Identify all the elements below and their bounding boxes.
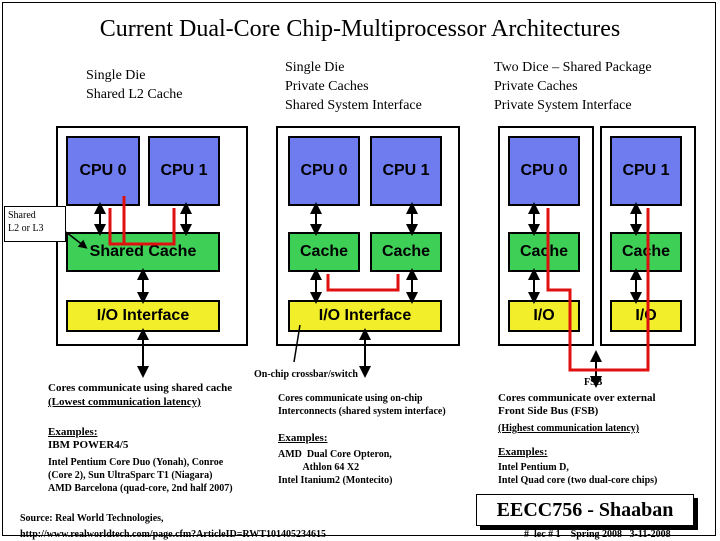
crossbar-label: On-chip crossbar/switch xyxy=(254,369,358,380)
arch2-cpu0: CPU 0 xyxy=(288,136,360,206)
arch3-io0: I/O xyxy=(508,300,580,332)
arch3-cache1: Cache xyxy=(610,232,682,272)
arch3-io1: I/O xyxy=(610,300,682,332)
source-line-2: http://www.realworldtech.com/page.cfm?Ar… xyxy=(20,529,326,540)
arch1-cpu0: CPU 0 xyxy=(66,136,140,206)
arch1-io-interface: I/O Interface xyxy=(66,300,220,332)
arch2-cache1: Cache xyxy=(370,232,442,272)
arch1-shared-cache: Shared Cache xyxy=(66,232,220,272)
arch2-caption: Single Die Private Caches Shared System … xyxy=(285,60,422,113)
arch1-cpu1: CPU 1 xyxy=(148,136,220,206)
fsb-label: FSB xyxy=(584,377,603,388)
arch3-comm-text: Cores communicate over external Front Si… xyxy=(498,392,656,417)
course-badge: EECC756 - Shaaban xyxy=(476,494,694,526)
arch2-comm-text: Cores communicate using on-chip Intercon… xyxy=(278,393,446,417)
arch3-examples-list: Intel Pentium D, Intel Quad core (two du… xyxy=(498,462,658,486)
arch2-cpu1: CPU 1 xyxy=(370,136,442,206)
footer-info: # lec # 1 Spring 2008 3-11-2008 xyxy=(524,529,671,540)
arch1-examples-heading: Examples: xyxy=(48,426,98,438)
arch1-comm-text: Cores communicate using shared cache xyxy=(48,382,233,394)
arch1-caption: Single Die Shared L2 Cache xyxy=(86,68,183,102)
arch2-examples-list: AMD Dual Core Opteron, Athlon 64 X2 Inte… xyxy=(278,449,393,486)
arch2-io-interface: I/O Interface xyxy=(288,300,442,332)
arch3-cpu0: CPU 0 xyxy=(508,136,580,206)
arch3-latency-text: (Highest communication latency) xyxy=(498,423,640,434)
arch2-cache0: Cache xyxy=(288,232,360,272)
shared-cache-label: Shared L2 or L3 xyxy=(4,206,66,242)
arch2-examples-heading: Examples: xyxy=(278,432,328,444)
source-line-1: Source: Real World Technologies, xyxy=(20,513,164,524)
arch3-cache0: Cache xyxy=(508,232,580,272)
arch3-examples-heading: Examples: xyxy=(498,446,548,458)
arch1-example-main: IBM POWER4/5 xyxy=(48,439,129,451)
arch1-examples-list: Intel Pentium Core Duo (Yonah), Conroe (… xyxy=(48,457,233,494)
arch1-latency-text: (Lowest communication latency) xyxy=(48,396,201,408)
slide-title: Current Dual-Core Chip-Multiprocessor Ar… xyxy=(99,16,621,42)
arch3-cpu1: CPU 1 xyxy=(610,136,682,206)
slide-frame xyxy=(2,2,716,536)
arch3-caption: Two Dice – Shared Package Private Caches… xyxy=(494,60,652,113)
